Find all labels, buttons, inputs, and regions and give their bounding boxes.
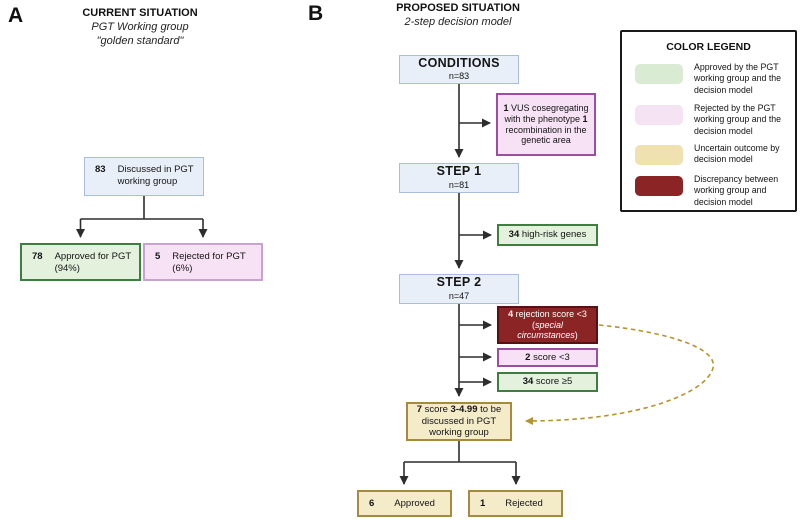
score-lt3-box: 2 score <3 [497, 348, 598, 367]
rejected-percent: (6%) [172, 262, 193, 274]
legend-item-rejected: Rejected by the PGT working group and th… [635, 103, 798, 137]
uncertain-count: 7 [416, 404, 423, 416]
vus-count-1: 1 [503, 102, 509, 113]
model-approved-box: 6 Approved [357, 490, 452, 517]
legend-swatch-approved [635, 64, 683, 84]
legend-item-uncertain: Uncertain outcome by decision model [635, 143, 798, 166]
rejection-label: rejection score <3 ( [515, 308, 587, 330]
panel-b-letter: B [308, 2, 324, 25]
conditions-title: CONDITIONS [418, 55, 500, 70]
discussed-in-pgt-box: 83 Discussed in PGT working group [84, 157, 204, 196]
score-ge5-box: 34 score ≥5 [497, 372, 598, 392]
rejection-italic: special circumstances [517, 319, 575, 341]
score-ge5-label: score ≥5 [535, 376, 573, 388]
vus-count-2: 1 [582, 113, 588, 124]
rejected-count: 5 [155, 251, 161, 262]
model-rejected-label: Rejected [505, 497, 543, 509]
step2-n: n=47 [448, 290, 470, 301]
uncertain-score-box: 7 score 3-4.99 to be discussed in PGT wo… [406, 402, 512, 441]
step2-box: STEP 2 n=47 [399, 274, 519, 304]
legend-item-discrepancy: Discrepancy between working group and de… [635, 174, 798, 208]
panel-a-letter: A [8, 4, 24, 27]
conditions-box: CONDITIONS n=83 [399, 55, 519, 84]
uncertain-detail: to be discussed in PGT working group [421, 404, 502, 439]
high-risk-genes-box: 34 high-risk genes [497, 224, 598, 246]
uncertain-range: 3-4.99 [450, 404, 478, 416]
color-legend: COLOR LEGEND Approved by the PGT working… [620, 30, 797, 212]
legend-text-discrepancy: Discrepancy between working group and de… [694, 174, 779, 207]
legend-swatch-rejected [635, 105, 683, 125]
step2-title: STEP 2 [436, 275, 482, 290]
score-lt3-count: 2 [525, 351, 531, 363]
legend-text-approved: Approved by the PGT working group and th… [694, 62, 782, 95]
rejection-count: 4 [508, 308, 514, 319]
model-approved-label: Approved [394, 497, 435, 509]
panel-a-subtitle-1: PGT Working group [91, 20, 189, 33]
discussed-label: Discussed in PGT working group [117, 164, 194, 187]
legend-swatch-discrepancy [635, 176, 683, 196]
uncertain-score-word: score [424, 404, 448, 416]
step1-box: STEP 1 n=81 [399, 163, 519, 193]
approved-percent: (94%) [54, 262, 80, 274]
legend-swatch-uncertain [635, 145, 683, 165]
score-ge5-count: 34 [522, 376, 534, 388]
legend-item-approved: Approved by the PGT working group and th… [635, 62, 798, 96]
rejected-label: Rejected for PGT [172, 251, 246, 262]
panel-a-subtitle-2: "golden standard" [96, 34, 184, 47]
model-rejected-count: 1 [480, 497, 486, 509]
panel-a-header: CURRENT SITUATION PGT Working group "gol… [40, 7, 240, 48]
conditions-n: n=83 [448, 71, 470, 82]
legend-text-rejected: Rejected by the PGT working group and th… [694, 103, 782, 136]
vus-exclusion-box: 1 VUS cosegregating with the phenotype 1… [496, 93, 596, 156]
panel-b-title: PROPOSED SITUATION [396, 2, 520, 14]
panel-b-header: PROPOSED SITUATION 2-step decision model [358, 2, 558, 30]
panel-a-title: CURRENT SITUATION [82, 7, 198, 19]
legend-text-uncertain: Uncertain outcome by decision model [694, 143, 780, 165]
panel-b-subtitle: 2-step decision model [404, 15, 512, 28]
model-approved-count: 6 [369, 497, 375, 509]
rejected-for-pgt-box: 5 Rejected for PGT (6%) [143, 243, 263, 281]
vus-text-1: VUS cosegregating with the phenotype [504, 102, 589, 124]
approved-for-pgt-box: 78 Approved for PGT (94%) [20, 243, 141, 281]
discussed-count: 83 [95, 164, 106, 175]
vus-text-2: recombination in the genetic area [505, 124, 587, 146]
approved-count: 78 [32, 251, 43, 262]
approved-label: Approved for PGT [54, 251, 132, 262]
rejection-special-box: 4 rejection score <3 (special circumstan… [497, 306, 598, 344]
step1-title: STEP 1 [436, 164, 482, 179]
rejection-close: ) [574, 330, 578, 341]
score-lt3-label: score <3 [533, 351, 570, 363]
high-risk-count: 34 [508, 229, 520, 241]
legend-title: COLOR LEGEND [666, 41, 751, 53]
model-rejected-box: 1 Rejected [468, 490, 563, 517]
high-risk-label: high-risk genes [521, 229, 587, 241]
step1-n: n=81 [448, 179, 470, 190]
